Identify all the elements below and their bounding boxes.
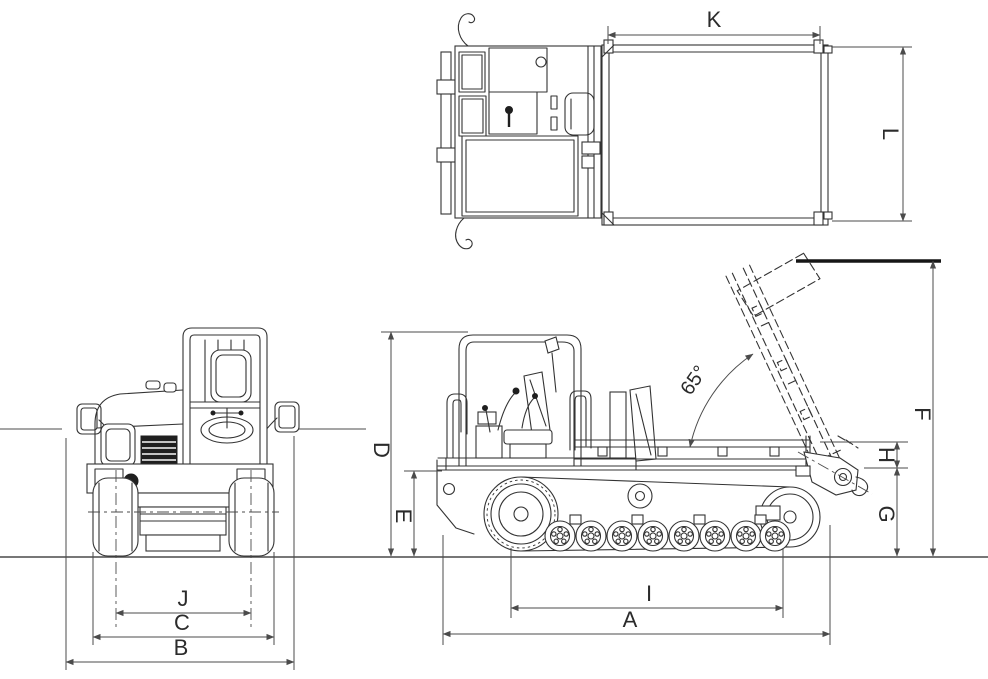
front-view-tracks — [88, 477, 279, 557]
dimension-C: C — [92, 552, 275, 645]
dimension-label-J: J — [178, 586, 189, 611]
dimension-K: K — [607, 7, 821, 44]
dimensions: K L J C B D — [65, 7, 937, 670]
front-view — [76, 327, 300, 557]
dimension-H: H — [820, 441, 908, 469]
dimension-I: I — [510, 548, 784, 618]
side-view-operator-seat — [475, 336, 560, 459]
dimension-D: D — [369, 331, 468, 557]
dimension-label-A: A — [623, 607, 638, 632]
front-view-seat-steering — [200, 349, 254, 444]
top-view-cargo-bed — [601, 39, 833, 226]
side-view-cargo-bed-lowered — [573, 385, 811, 467]
dump-angle-label: 65° — [676, 362, 711, 399]
dimension-label-G: G — [874, 505, 899, 522]
dimension-label-H: H — [874, 447, 899, 463]
side-view — [436, 252, 941, 552]
ground-line — [0, 428, 988, 558]
side-view-rops — [446, 334, 592, 467]
dimension-label-D: D — [369, 442, 394, 458]
dump-angle-annotation: 65° — [676, 353, 754, 448]
dimension-J: J — [115, 470, 252, 628]
dimension-label-E: E — [391, 509, 416, 524]
dimension-G: G — [874, 467, 901, 557]
dimension-label-I: I — [646, 581, 652, 606]
dimension-label-F: F — [910, 407, 935, 420]
dimension-A: A — [442, 525, 831, 645]
dimension-label-L: L — [878, 128, 903, 140]
dimension-F: F — [910, 260, 937, 557]
dimension-label-C: C — [174, 610, 190, 635]
top-view-chassis — [436, 13, 602, 250]
side-view-track-undercarriage — [483, 476, 821, 552]
front-view-body — [94, 380, 184, 467]
top-view — [436, 13, 833, 250]
dimension-B: B — [65, 436, 295, 670]
dimension-label-B: B — [174, 635, 189, 660]
dimension-label-K: K — [707, 7, 722, 32]
dimension-L: L — [832, 46, 912, 222]
dimension-E: E — [391, 470, 442, 557]
side-view-rear-hitch — [795, 435, 873, 497]
